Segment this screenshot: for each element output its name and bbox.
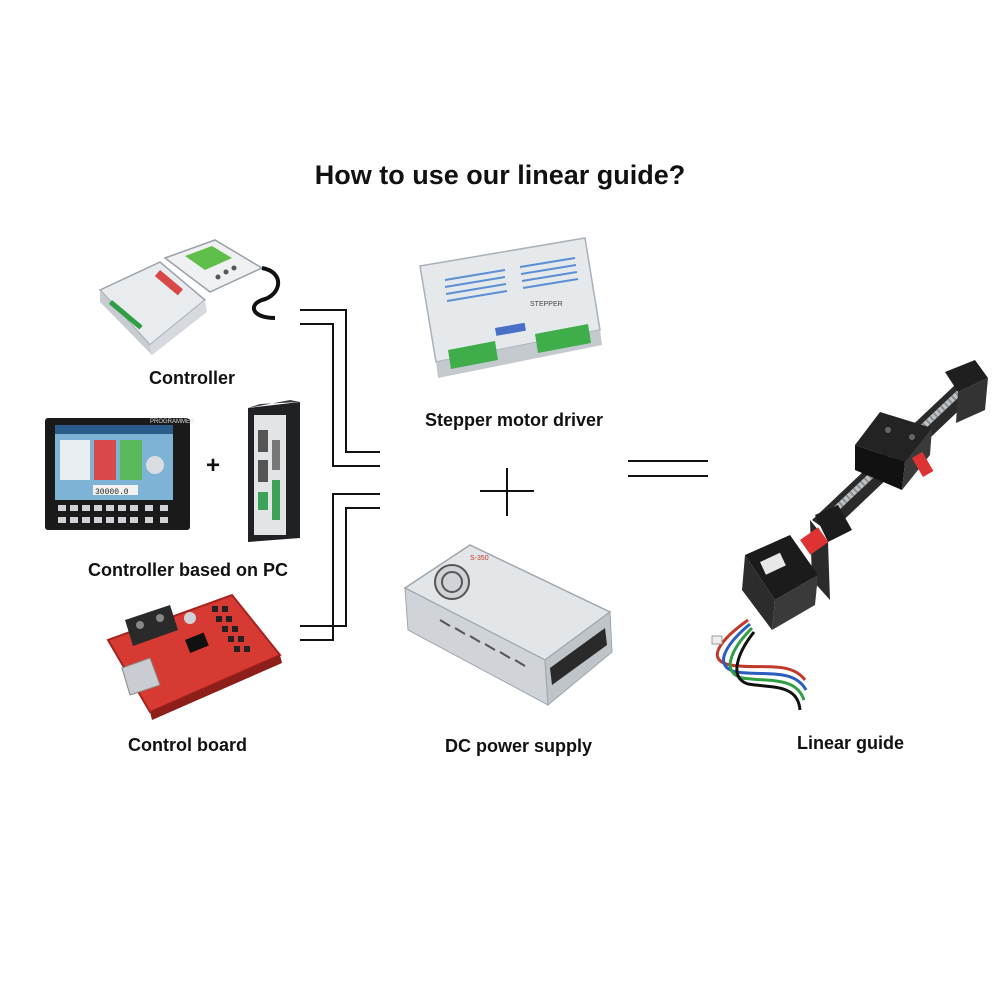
page-title: How to use our linear guide? <box>314 160 686 190</box>
pc-controller-screen-image: 30000.0 PROGRAMMER <box>45 418 195 530</box>
stepper-driver-image: STEPPER <box>419 237 602 378</box>
connector-bracket <box>300 309 380 641</box>
driver-brand-text: STEPPER <box>530 301 563 308</box>
label-controller-pc: Controller based on PC <box>88 560 289 580</box>
pc-controller-module-image <box>248 400 300 542</box>
label-stepper-driver: Stepper motor driver <box>425 410 604 430</box>
label-control-board: Control board <box>128 735 247 755</box>
controller-image <box>98 239 281 355</box>
psu-brand-text: S-350 <box>470 555 489 562</box>
plus-sign <box>480 468 534 516</box>
linear-guide-image <box>711 360 988 711</box>
label-linear-guide: Linear guide <box>797 733 905 753</box>
control-board-image <box>106 593 282 720</box>
label-controller: Controller <box>149 368 236 388</box>
equals-sign <box>628 460 708 477</box>
pc-window-title-text: PROGRAMMER <box>150 419 195 425</box>
power-supply-image: S-350 <box>403 544 613 707</box>
label-power-supply: DC power supply <box>445 736 593 756</box>
plus-small-sign: + <box>206 452 221 479</box>
pc-value-text: 30000.0 <box>95 488 129 497</box>
